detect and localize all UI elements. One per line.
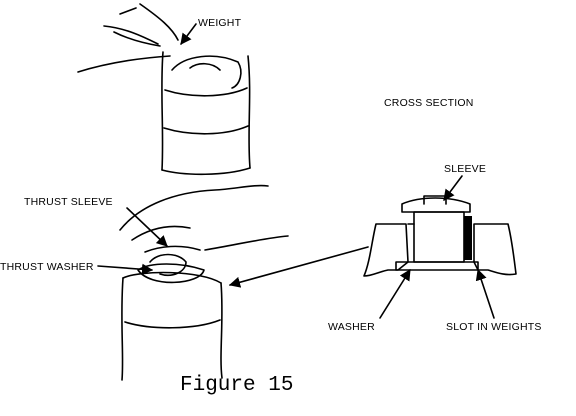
bottom-hand-wrist	[204, 235, 289, 251]
bottom-hand-fingers	[131, 225, 201, 253]
thrust-washer-leader	[97, 263, 154, 275]
washer-label: WASHER	[328, 321, 375, 333]
bottom-thrust-assembly	[97, 184, 369, 381]
washer-leader	[379, 269, 411, 319]
bottom-cylinder-band	[124, 319, 221, 329]
slot-leader	[475, 268, 495, 319]
sleeve-label: SLEEVE	[444, 163, 487, 175]
top-cylinder-left-wall	[161, 51, 164, 171]
weight-label: WEIGHT	[198, 17, 242, 29]
bottom-cylinder-left-wall	[121, 277, 124, 381]
top-hand-arm	[77, 55, 171, 73]
bottom-hand-top	[119, 184, 269, 231]
cross-section-washer	[395, 261, 479, 271]
cross-section-sleeve-body	[413, 211, 465, 263]
thrust-washer-label: THRUST WASHER	[0, 261, 94, 273]
bottom-cylinder-top	[122, 271, 222, 284]
thrust-washer-part	[137, 263, 205, 284]
top-cylinder-band-1	[164, 87, 248, 97]
figure-caption: Figure 15	[180, 374, 294, 397]
cross-section-sleeve-flange	[401, 197, 471, 213]
sleeve-leader	[443, 175, 463, 201]
top-weight-assembly	[77, 3, 251, 176]
top-hand-upper	[139, 3, 179, 41]
cross-section-sleeve-lip	[423, 195, 447, 205]
top-cylinder-right-wall	[247, 55, 251, 169]
top-cylinder-bottom	[161, 167, 251, 176]
thrust-sleeve-label: THRUST SLEEVE	[24, 196, 113, 208]
top-weight-mass	[171, 55, 242, 89]
top-cylinder-band-2	[163, 125, 249, 135]
cross-section-right-weight	[473, 223, 517, 276]
slot-in-weights-label: SLOT IN WEIGHTS	[446, 321, 542, 333]
thrust-sleeve-leader	[126, 207, 168, 247]
thrust-sleeve-part	[149, 253, 187, 277]
cross-section-left-weight	[363, 223, 409, 277]
cross-section	[363, 175, 517, 319]
cross-section-leader	[228, 246, 369, 288]
cross-section-label: CROSS SECTION	[384, 97, 474, 109]
slot-shading	[464, 216, 472, 260]
bottom-cylinder-right-wall	[220, 282, 223, 379]
top-hand-finger	[103, 25, 159, 45]
top-weight-detail	[189, 62, 221, 71]
top-hand-thumb	[113, 7, 161, 47]
weight-leader	[180, 23, 197, 45]
